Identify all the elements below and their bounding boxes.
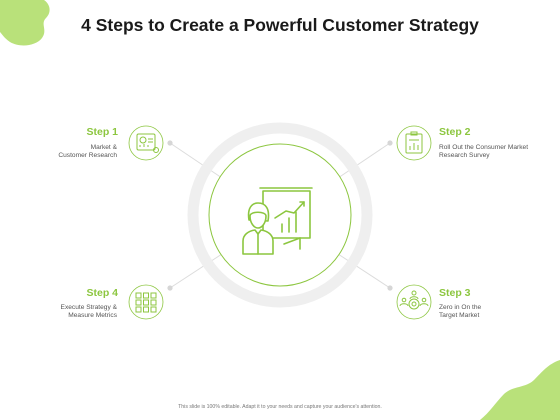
bottom-right-blob xyxy=(480,360,560,420)
research-tablet-icon xyxy=(136,133,159,153)
top-left-blob xyxy=(0,0,50,46)
connector-step1 xyxy=(169,142,223,179)
connector-dots xyxy=(167,140,393,291)
metrics-grid-icon xyxy=(135,292,157,313)
step1-title: Step 1 xyxy=(86,126,118,138)
step4-desc-line2: Measure Metrics xyxy=(68,312,117,319)
step3-desc-line1: Zero in On the xyxy=(439,304,482,311)
step4-title: Step 4 xyxy=(86,287,118,299)
connector-lines xyxy=(169,142,391,289)
step2-desc-line2: Research Survey xyxy=(439,152,490,159)
step2-desc-line1: Roll Out the Consumer Market xyxy=(439,144,529,151)
outer-ring xyxy=(187,122,373,308)
step1-desc-line2: Customer Research xyxy=(58,152,117,159)
connector-step4 xyxy=(169,253,223,289)
survey-clipboard-icon xyxy=(405,131,423,154)
target-people-icon xyxy=(399,290,429,310)
step3-desc-line2: Target Market xyxy=(439,312,480,319)
step4-desc-line1: Execute Strategy & xyxy=(60,304,117,311)
step2-title: Step 2 xyxy=(439,126,471,138)
step4-icon-circle xyxy=(128,284,164,320)
step1-desc-line1: Market & xyxy=(90,144,117,151)
connector-step2 xyxy=(337,142,391,179)
step1-icon-circle xyxy=(128,125,164,161)
footer-note: This slide is 100% editable. Adapt it to… xyxy=(178,404,382,410)
presenter-board-icon xyxy=(242,187,313,255)
connector-step3 xyxy=(337,253,391,289)
page-title: 4 Steps to Create a Powerful Customer St… xyxy=(81,15,479,35)
step3-title: Step 3 xyxy=(439,287,471,299)
